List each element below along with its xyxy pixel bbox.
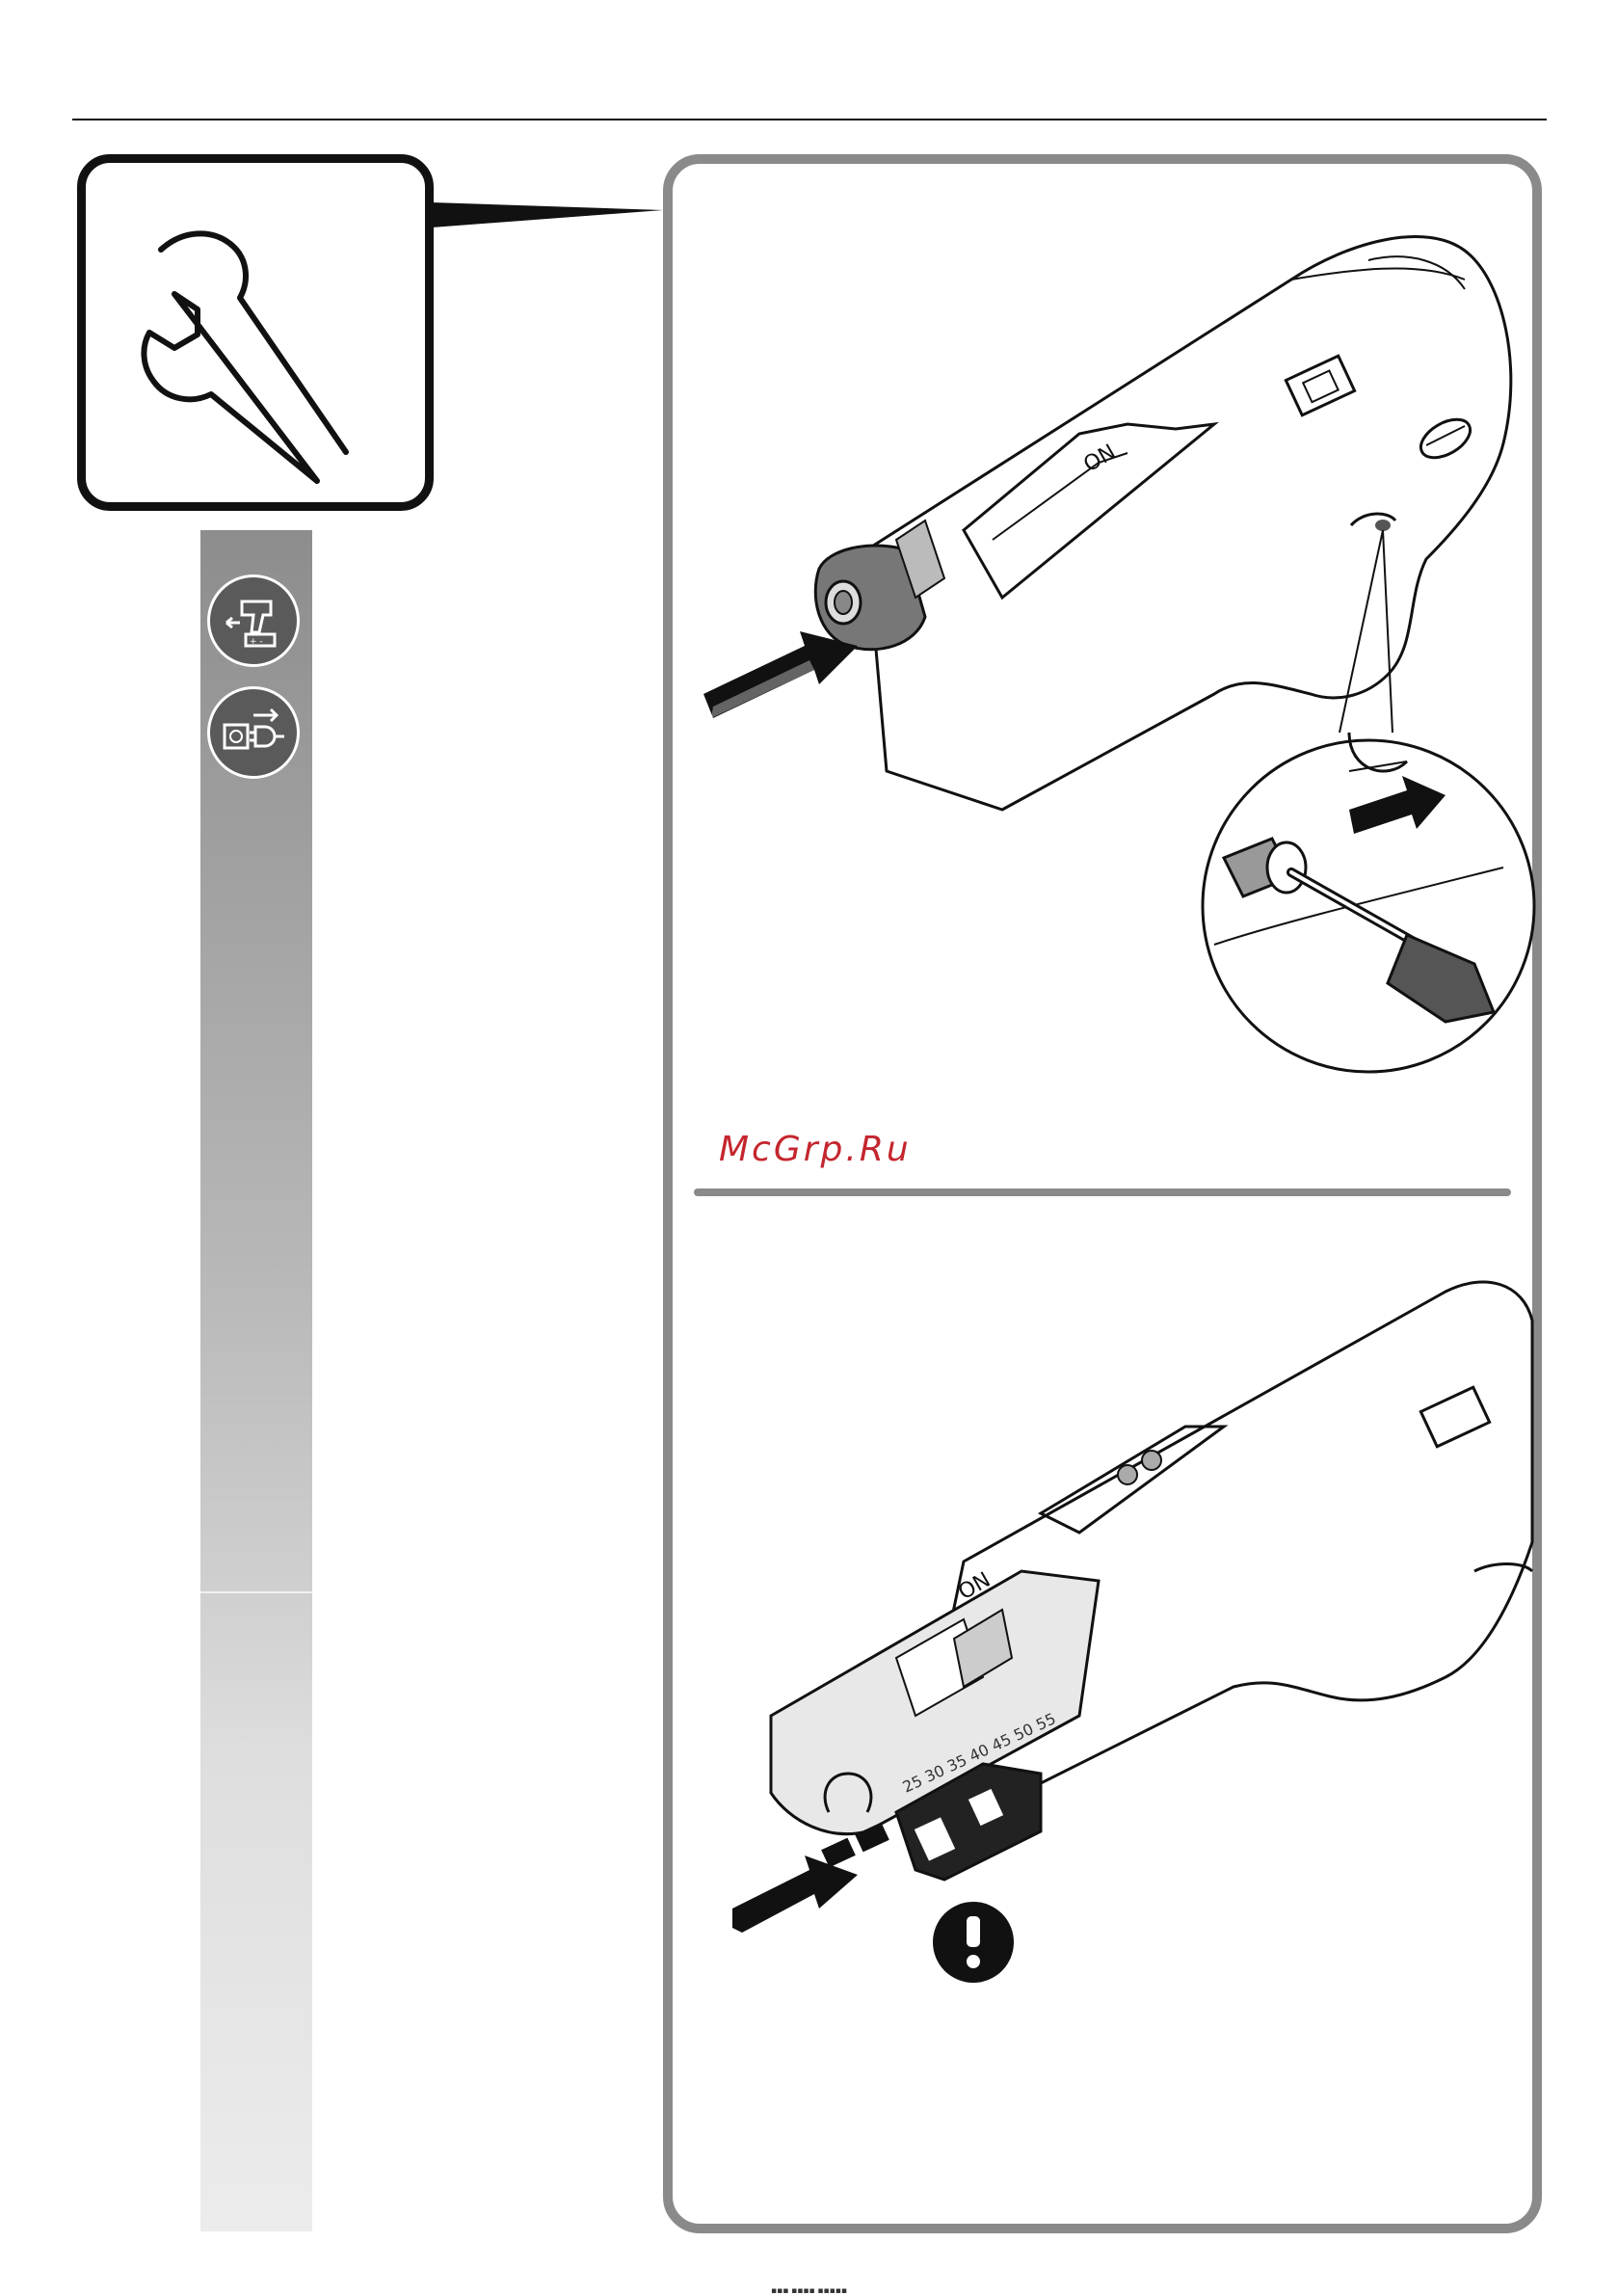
sidebar-strip: [200, 530, 312, 2231]
footer-marks: ▪▪▪ ▪▪▪▪ ▪▪▪▪▪: [771, 2286, 847, 2296]
detail-zoom: [1203, 740, 1534, 1072]
sidebar-divider: [200, 1591, 312, 1593]
svg-text:+ -: + -: [250, 637, 263, 647]
bottom-illustration: 25 30 35 40 45 50 55 ON: [675, 1253, 1523, 2024]
panel-divider: [694, 1188, 1511, 1196]
tool-body: [867, 237, 1511, 810]
unplug-icon: [207, 686, 300, 779]
wrench-icon: [86, 163, 425, 502]
section-icon-frame: [77, 154, 434, 511]
remove-battery-icon: + -: [207, 574, 300, 667]
pull-arrow-icon: [732, 1855, 858, 1933]
watermark: McGrp.Ru: [719, 1130, 912, 1169]
top-illustration: ON: [675, 193, 1523, 1157]
